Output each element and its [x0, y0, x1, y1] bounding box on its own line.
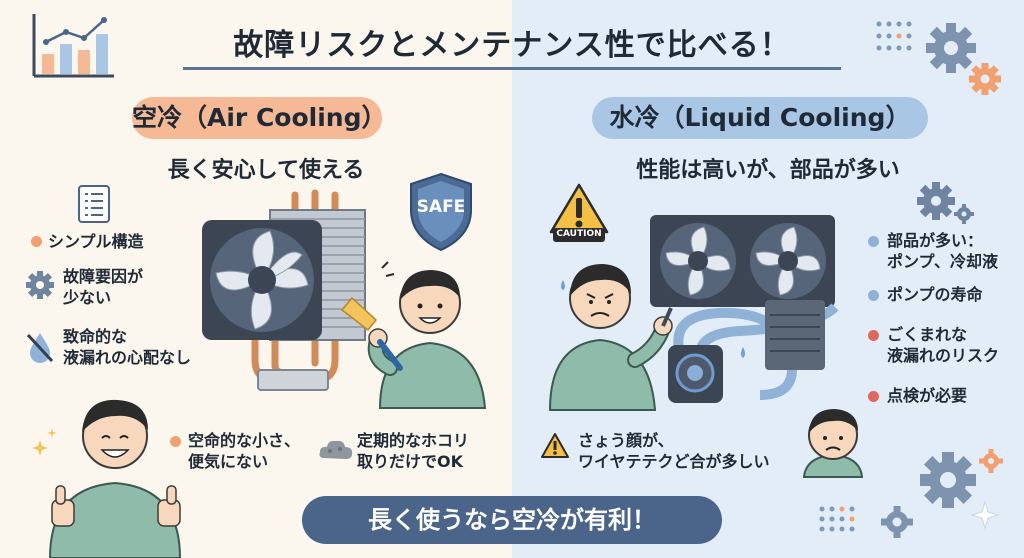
gear-icon: [917, 182, 955, 220]
safe-badge-label: SAFE: [416, 197, 466, 217]
gear-icon: [26, 271, 54, 299]
liquid-subtitle: 性能は高いが、部品が多い: [636, 158, 900, 183]
feature-leak-risk-2: 液漏れのリスク: [887, 346, 1000, 365]
chart-icon: [32, 14, 114, 78]
person-cleaning-illustration: [340, 261, 487, 409]
feature-pump-life: ポンプの寿命: [887, 285, 983, 304]
person-thumbs-up-illustration: [48, 399, 182, 558]
note-wiring-1: さょう顔が、: [578, 431, 674, 450]
bullet-dot: [868, 290, 879, 301]
gear-icon: [979, 449, 1003, 473]
air-cooling-heading: 空冷（Air Cooling）: [132, 97, 386, 139]
feature-no-leak-2: 液漏れの心配なし: [63, 348, 192, 367]
checklist-icon: [78, 185, 110, 223]
note-small-2: 便気にない: [188, 452, 269, 471]
dot-grid-icon: [876, 21, 912, 51]
feature-leak-risk-1: ごくまれな: [887, 325, 968, 344]
note-dust-2: 取りだけでOK: [357, 452, 464, 471]
note-wiring-2: ワイヤテテクど合が多しい: [578, 452, 770, 471]
feature-many-parts-1: 部品が多い：: [887, 231, 984, 250]
person-sad-illustration: [802, 409, 864, 478]
person-worried-illustration: [548, 264, 673, 411]
conclusion-banner: 長く使うなら空冷が有利！: [302, 496, 722, 544]
gear-icon: [881, 506, 913, 538]
shield-icon: [410, 172, 472, 252]
sparkle-icon: [970, 500, 1000, 530]
caution-label: CAUTION: [556, 229, 602, 239]
bullet-dot: [868, 236, 879, 247]
note-dust-1: 定期的なホコリ: [357, 431, 470, 450]
gear-icon: [954, 204, 974, 224]
gear-icon: [920, 452, 976, 508]
bullet-dot: [868, 330, 879, 341]
caution-icon: [541, 433, 569, 458]
dust-icon: [319, 440, 353, 459]
title-underline: [183, 67, 841, 70]
liquid-cooler-illustration: [650, 215, 839, 403]
bullet-dot: [31, 236, 42, 247]
air-subtitle: 長く安心して使える: [167, 158, 365, 183]
feature-no-leak-1: 致命的な: [63, 327, 128, 346]
feature-simple-structure: シンプル構造: [48, 232, 144, 251]
feature-inspection: 点検が必要: [887, 386, 968, 405]
droplet-slash-icon: [26, 333, 54, 363]
feature-many-parts-2: ポンプ、冷却液: [887, 252, 999, 271]
bullet-dot: [868, 391, 879, 402]
caution-icon: [549, 183, 609, 242]
liquid-cooling-heading: 水冷（Liquid Cooling）: [592, 97, 928, 139]
feature-fewer-failures-1: 故障要因が: [63, 267, 144, 286]
air-cooler-illustration: [202, 189, 366, 391]
gear-icon: [969, 63, 1001, 95]
bullet-dot: [170, 436, 181, 447]
feature-fewer-failures-2: 少ない: [63, 288, 112, 307]
note-small-1: 空命的な小さ、: [188, 431, 301, 450]
gear-icon: [926, 23, 976, 73]
sparkle-icon: [32, 428, 57, 456]
dot-grid-icon: [819, 506, 855, 532]
page-title: 故障リスクとメンテナンス性で比べる！: [233, 28, 791, 63]
